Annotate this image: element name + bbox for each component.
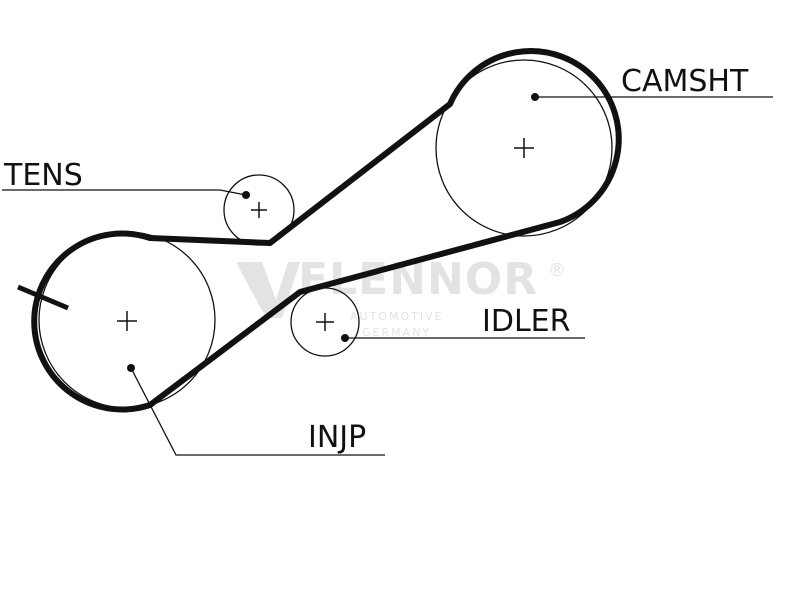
camshaft-label: CAMSHT xyxy=(621,64,749,99)
tensioner-leader xyxy=(2,189,247,196)
tensioner-centre-mark xyxy=(251,202,267,218)
idler-label: IDLER xyxy=(482,304,570,339)
injection-pump-leader-dot xyxy=(127,364,135,372)
camshaft-leader-dot xyxy=(531,93,539,101)
watermark-registered: ® xyxy=(548,260,566,281)
pulley-centres xyxy=(117,138,534,331)
idler-leader-dot xyxy=(341,334,349,342)
watermark-line1: AUTOMOTIVE xyxy=(350,310,444,323)
camshaft-pulley xyxy=(435,59,613,237)
watermark-line2: GERMANY xyxy=(362,326,431,339)
watermark-logo-icon xyxy=(236,262,300,318)
timing-belt xyxy=(31,48,622,413)
tensioner-label: TENS xyxy=(3,158,83,193)
injection-pump-label: INJP xyxy=(308,420,366,455)
idler-centre-mark xyxy=(316,313,334,331)
camshaft-centre-mark xyxy=(514,138,534,158)
tensioner-leader-dot xyxy=(242,191,250,199)
timing-mark-icon xyxy=(17,284,69,311)
injection-pump-centre-mark xyxy=(117,311,137,331)
injection-pump-leader xyxy=(130,367,385,456)
